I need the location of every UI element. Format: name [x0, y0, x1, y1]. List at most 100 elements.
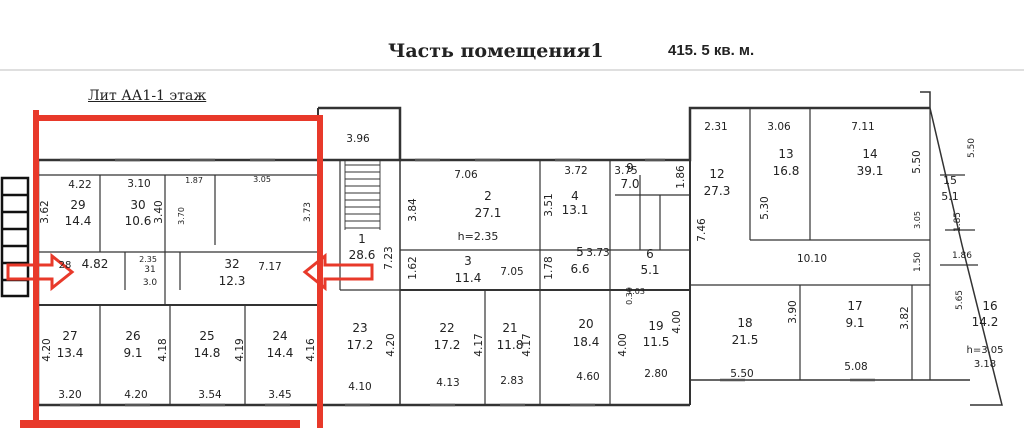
room-area: 3.0 — [143, 278, 158, 288]
room-number: 18 — [737, 316, 752, 330]
room-number: 4 — [571, 189, 579, 203]
dimension-label: 7.05 — [500, 266, 523, 278]
room-area: 7.0 — [620, 177, 639, 191]
dimension-label: 3.96 — [346, 133, 370, 145]
room-number: 29 — [70, 198, 85, 212]
dimension-label: 1.87 — [185, 176, 203, 185]
dimension-label: 3.75 — [614, 165, 637, 177]
dimension-label: 4.19 — [234, 338, 246, 361]
room-number: 14 — [862, 147, 877, 161]
dimension-label: 3.54 — [198, 389, 222, 401]
room-area: 5.1 — [941, 190, 959, 203]
dimension-label: 10.10 — [797, 253, 827, 265]
room-area: 14.4 — [267, 346, 294, 360]
dimension-label: 1.86 — [952, 251, 972, 261]
room-number: 30 — [130, 198, 145, 212]
dimension-label: 4.13 — [436, 377, 459, 389]
dimension-label: 3.62 — [39, 200, 51, 223]
room-number: 28 — [59, 260, 72, 271]
dimension-label: 1.78 — [543, 256, 555, 279]
room-area: 39.1 — [857, 164, 884, 178]
dimension-label: 3.51 — [543, 193, 555, 216]
room-area: 11.8 — [497, 338, 524, 352]
arrow-right-icon — [6, 252, 75, 292]
dimension-label: 5.50 — [911, 150, 923, 173]
height-label: h=3.05 — [967, 345, 1004, 356]
room-number: 22 — [439, 321, 454, 335]
room-area: 14.2 — [972, 315, 999, 329]
dimension-label: 1.62 — [407, 256, 419, 279]
dimension-label: 4.10 — [348, 381, 371, 393]
dimension-label: 3.73 — [586, 247, 609, 259]
room-number: 13 — [778, 147, 793, 161]
room-number: 9 — [626, 161, 634, 175]
dimension-label: 3.73 — [303, 202, 313, 222]
dimension-label: 7.17 — [258, 261, 281, 273]
dimension-label: 7.23 — [383, 246, 395, 269]
plan-title: Часть помещения1 — [388, 40, 604, 62]
room-number: 16 — [982, 299, 997, 313]
room-area: 14.4 — [65, 214, 92, 228]
dimension-label: 2.83 — [500, 375, 523, 387]
room-number: 25 — [199, 329, 214, 343]
dimension-label: 7.11 — [851, 121, 874, 133]
room-area: 27.1 — [475, 206, 502, 220]
room-area: 12.3 — [219, 274, 246, 288]
dimension-label: 3.05 — [253, 175, 271, 184]
room-area: 14.8 — [194, 346, 221, 360]
dimension-label: 1.86 — [675, 165, 687, 189]
area-label: 415. 5 кв. м. — [668, 42, 755, 59]
room-number: 24 — [272, 329, 287, 343]
room-area: 27.3 — [704, 184, 731, 198]
room-area: 28.6 — [349, 248, 376, 262]
dimension-label: 2.80 — [644, 368, 667, 380]
dimension-label: 3.06 — [767, 121, 791, 133]
room-number: 21 — [502, 321, 517, 335]
room-number: 27 — [62, 329, 77, 343]
dimension-label: 4.60 — [576, 371, 599, 383]
room-area: 21.5 — [732, 333, 759, 347]
arrow-left-icon — [302, 252, 374, 292]
dimension-label: 3.05 — [913, 211, 922, 229]
dimension-label: 2.31 — [704, 121, 727, 133]
dimension-label: 4.00 — [671, 310, 683, 333]
room-number: 23 — [352, 321, 367, 335]
dimension-label: 0.30 — [625, 287, 634, 305]
dimension-label: 4.20 — [124, 389, 147, 401]
room-number: 17 — [847, 299, 862, 313]
room-area: 17.2 — [434, 338, 461, 352]
dimension-label: 1.50 — [913, 252, 923, 272]
room-area: 17.2 — [347, 338, 374, 352]
room-number: 15 — [943, 174, 957, 187]
dimension-label: 5.08 — [844, 361, 867, 373]
dimension-label: 5.30 — [759, 196, 771, 219]
room-area: 18.4 — [573, 335, 600, 349]
dimension-label: 3.82 — [899, 306, 911, 329]
room-number: 32 — [224, 257, 239, 271]
room-number: 5 — [576, 245, 584, 259]
room-area: 13.1 — [562, 203, 589, 217]
dimension-label: 5.50 — [730, 368, 753, 380]
room-number: 26 — [125, 329, 140, 343]
dimension-label: 4.00 — [617, 333, 629, 356]
dimension-label: 3.45 — [268, 389, 291, 401]
room-number: 1 — [358, 232, 366, 246]
room-area: 10.6 — [125, 214, 152, 228]
room-number: 6 — [646, 247, 654, 261]
dimension-label: 1.03 — [627, 287, 645, 296]
room-area: 11.4 — [455, 271, 482, 285]
room-area: 11.5 — [643, 335, 670, 349]
dimension-label: 4.20 — [385, 333, 397, 356]
dimension-label: 4.17 — [473, 333, 485, 356]
floor-label: Лит АА1-1 этаж — [88, 88, 207, 104]
height-label: h=2.35 — [458, 230, 499, 243]
dimension-label: 3.10 — [127, 178, 150, 190]
room-number: 19 — [648, 319, 663, 333]
room-area: 4.82 — [82, 257, 109, 271]
highlight-box — [20, 110, 323, 428]
dimension-label: 4.20 — [41, 338, 53, 361]
dimension-label: 5.65 — [955, 290, 965, 310]
dimension-label: 4.18 — [157, 338, 169, 361]
dimension-label: 3.84 — [407, 198, 419, 222]
